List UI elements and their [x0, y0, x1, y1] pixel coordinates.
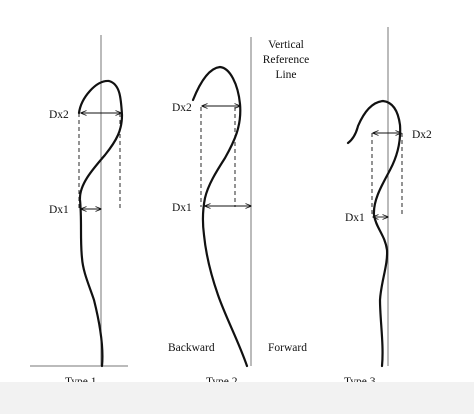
spine-curve	[191, 65, 249, 368]
dx1-label: Dx1	[172, 202, 192, 214]
spine-curve	[77, 79, 124, 368]
dx1-label: Dx1	[345, 212, 365, 224]
panel-type-2: Dx2 Dx1 Backward Forward Type 2	[168, 37, 307, 388]
reference-label-line-1: Vertical	[268, 39, 304, 51]
direction-label-backward: Backward	[168, 342, 215, 354]
dx1-label: Dx1	[49, 204, 69, 216]
dx2-label: Dx2	[172, 102, 192, 114]
panel-type-3: Dx2 Dx1 Type 3	[344, 27, 432, 388]
dx2-label: Dx2	[49, 109, 69, 121]
direction-label-forward: Forward	[268, 342, 307, 354]
spine-curve	[346, 99, 402, 368]
panel-type-1: Dx2 Dx1 Type 1	[30, 35, 128, 388]
reference-line-label: Vertical Reference Line	[263, 39, 310, 81]
dx2-label: Dx2	[412, 129, 432, 141]
caption-band	[0, 382, 474, 414]
reference-label-line-2: Reference	[263, 54, 310, 66]
reference-label-line-3: Line	[275, 69, 296, 81]
